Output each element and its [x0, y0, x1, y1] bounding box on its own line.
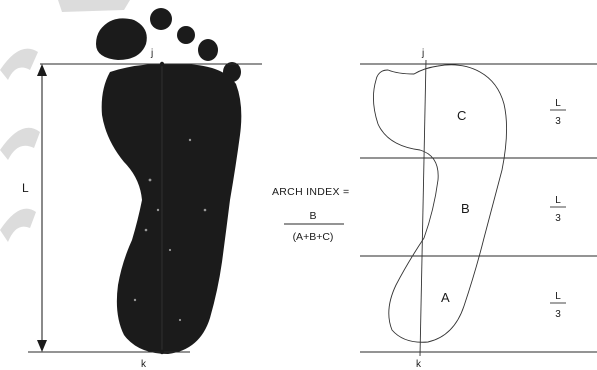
arrow-up-icon: [37, 64, 47, 76]
arrow-down-icon: [37, 340, 47, 352]
right-point-j-label: j: [421, 48, 424, 59]
left-point-j-label: j: [150, 48, 153, 59]
sole-print: [102, 64, 242, 354]
left-point-j-marker: [160, 62, 164, 66]
third-bottom-denominator: 3: [555, 309, 561, 320]
formula-denominator: (A+B+C): [293, 231, 334, 243]
third-bottom-numerator: L: [555, 291, 561, 302]
third-middle-denominator: 3: [555, 213, 561, 224]
left-length-label: L: [22, 181, 29, 195]
arch-index-formula: ARCH INDEX = B (A+B+C): [272, 186, 349, 243]
left-point-k-marker: [160, 350, 164, 354]
region-c-label: C: [457, 108, 466, 123]
third-top-numerator: L: [555, 98, 561, 109]
third-label-top: L 3: [550, 98, 566, 127]
foot-outline: [373, 65, 506, 342]
formula-title: ARCH INDEX =: [272, 186, 349, 198]
left-point-k-label: k: [141, 359, 147, 370]
formula-numerator: B: [309, 210, 316, 222]
right-point-k-label: k: [416, 359, 422, 370]
third-label-middle: L 3: [550, 195, 566, 224]
third-middle-numerator: L: [555, 195, 561, 206]
third-label-bottom: L 3: [550, 291, 566, 320]
right-axis-line: [420, 60, 426, 356]
footprint-figure: [96, 8, 241, 354]
region-a-label: A: [441, 290, 450, 305]
region-b-label: B: [461, 201, 470, 216]
length-dimension: [37, 64, 47, 352]
third-top-denominator: 3: [555, 116, 561, 127]
